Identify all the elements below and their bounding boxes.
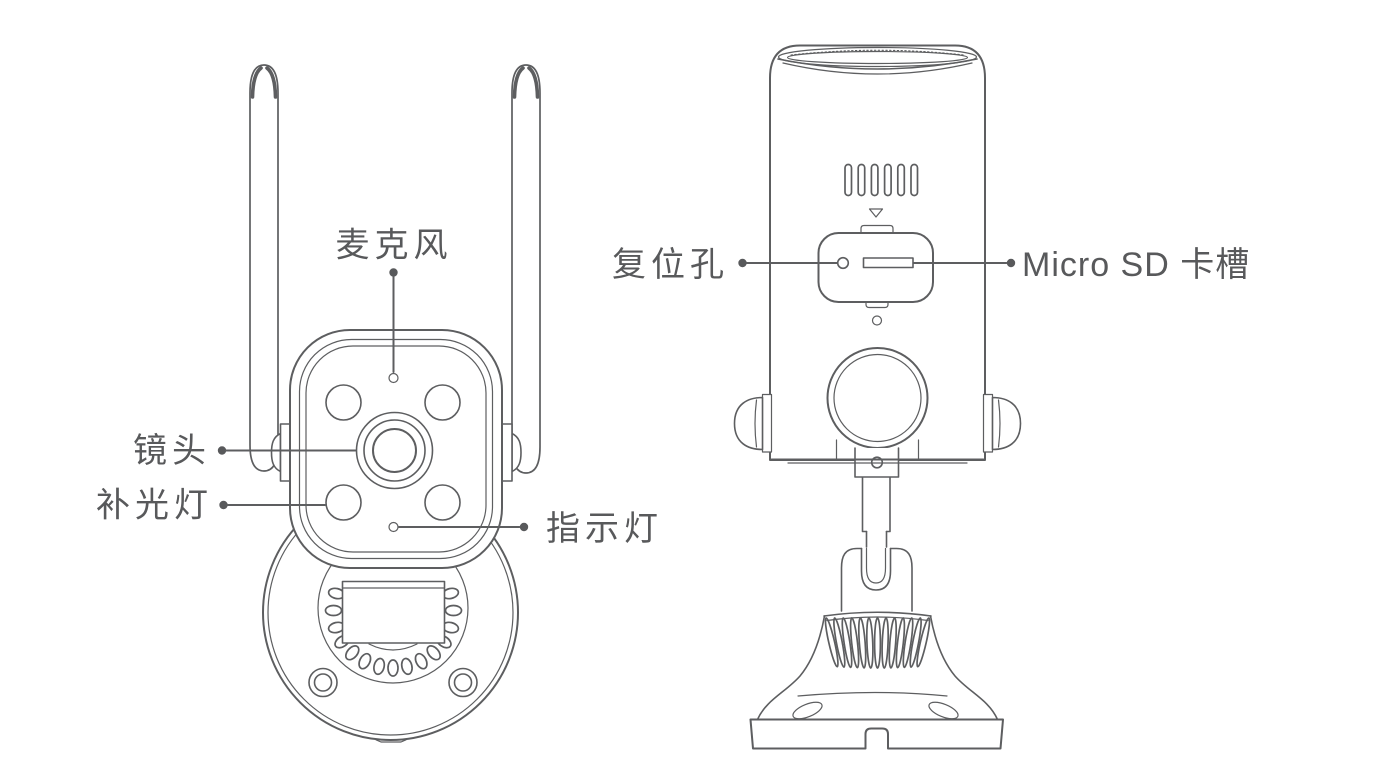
label-reset-hole: 复位孔 [612, 246, 729, 284]
right-hinge-knuckle [511, 432, 522, 473]
right-antenna-tip [512, 66, 525, 99]
compartment-latch [865, 301, 889, 309]
callout-microphone: 麦克风 [336, 227, 453, 373]
left-antenna-tip [250, 66, 263, 99]
label-microphone: 麦克风 [336, 227, 453, 265]
label-sd-slot: Micro SD 卡槽 [1022, 246, 1250, 284]
card-compartment [817, 224, 934, 309]
front-view: 麦克风 镜头 补光灯 指示灯 [96, 64, 663, 743]
left-antenna [249, 64, 279, 472]
knurled-ring [823, 611, 932, 669]
speaker-vents [844, 163, 919, 197]
base-bottom-notch [375, 739, 407, 743]
antenna-knob-left [733, 393, 773, 453]
fill-light-leds [325, 384, 461, 521]
right-hinge-tab [500, 423, 513, 482]
stem [861, 476, 891, 533]
ball-joint-arc [368, 643, 418, 651]
screw-hole-right [448, 667, 478, 698]
camera-head [289, 329, 503, 569]
left-hinge-knuckle [270, 432, 282, 473]
callout-reset-hole: 复位孔 [612, 246, 838, 284]
antenna-knob-right [982, 393, 1022, 453]
skirt-slot-left [792, 701, 823, 720]
label-indicator-light: 指示灯 [546, 510, 663, 548]
callout-sd-slot: Micro SD 卡槽 [912, 246, 1250, 284]
body-screw-hole [871, 315, 883, 326]
screw-hole-left [308, 667, 338, 698]
microphone-hole [388, 372, 399, 384]
side-view: 复位孔 Micro SD 卡槽 [612, 44, 1250, 750]
camera-body [733, 44, 1022, 478]
alignment-triangle-icon [868, 208, 884, 218]
callout-lens: 镜头 [133, 432, 357, 470]
stem-collar [865, 530, 888, 548]
rim-hatching [790, 49, 965, 56]
label-fill-light: 补光灯 [96, 487, 213, 525]
u-joint [840, 547, 913, 612]
stand [749, 476, 1004, 750]
compartment-top-tab [860, 224, 894, 234]
right-antenna [511, 64, 541, 474]
leader-dot [389, 268, 398, 277]
skirt-slot-right [928, 701, 959, 720]
mounting-plate [341, 580, 446, 644]
base-plate [749, 718, 1004, 750]
callout-indicator-light: 指示灯 [398, 510, 663, 548]
head-outline [289, 329, 503, 569]
top-rim [777, 46, 978, 75]
ratchet-teeth [324, 587, 463, 677]
base-skirt [756, 615, 999, 721]
label-lens: 镜头 [133, 432, 211, 470]
face-panel [305, 345, 487, 553]
callout-fill-light: 补光灯 [96, 487, 326, 525]
bracket-screw [870, 456, 884, 469]
